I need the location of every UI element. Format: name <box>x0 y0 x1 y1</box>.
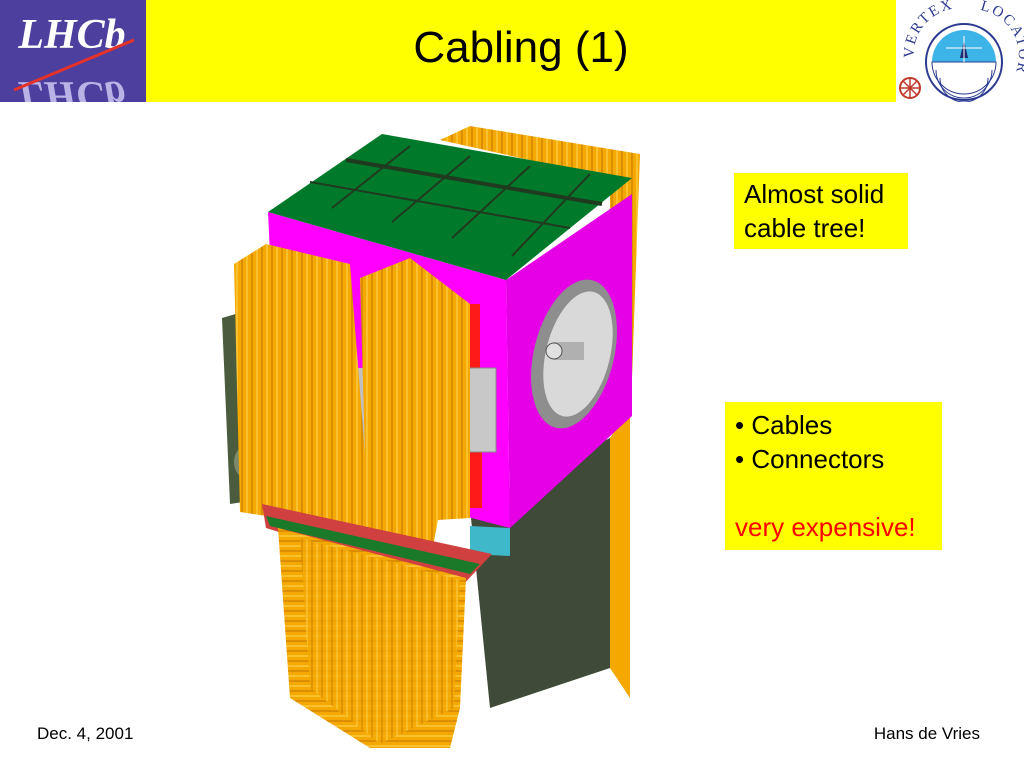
lhcb-logo: LHCb LHCb <box>0 0 146 102</box>
callout-cost: • Cables • Connectors very expensive! <box>725 402 942 550</box>
lhcb-logo-icon: LHCb LHCb <box>0 0 146 102</box>
callout-cable-tree: Almost solid cable tree! <box>734 173 908 249</box>
bullet-cables: • Cables <box>735 410 833 440</box>
spacer <box>735 476 932 510</box>
callout-1-line-2: cable tree! <box>744 213 866 243</box>
callout-1-line-1: Almost solid <box>744 179 885 209</box>
lhcb-logo-mirror: LHCb <box>17 72 125 102</box>
bullet-connectors: • Connectors <box>735 444 885 474</box>
cable-module-illustration <box>222 126 640 748</box>
footer-author: Hans de Vries <box>873 724 980 743</box>
slide-title: Cabling (1) <box>413 23 629 72</box>
cable-tree-rendering <box>170 108 730 752</box>
vertex-locator-logo: VERTEX LOCATOR <box>896 0 1024 103</box>
cost-note: very expensive! <box>735 512 916 542</box>
title-bar: LHCb LHCb Cabling (1) <box>0 0 896 102</box>
footer-date: Dec. 4, 2001 <box>37 724 134 743</box>
